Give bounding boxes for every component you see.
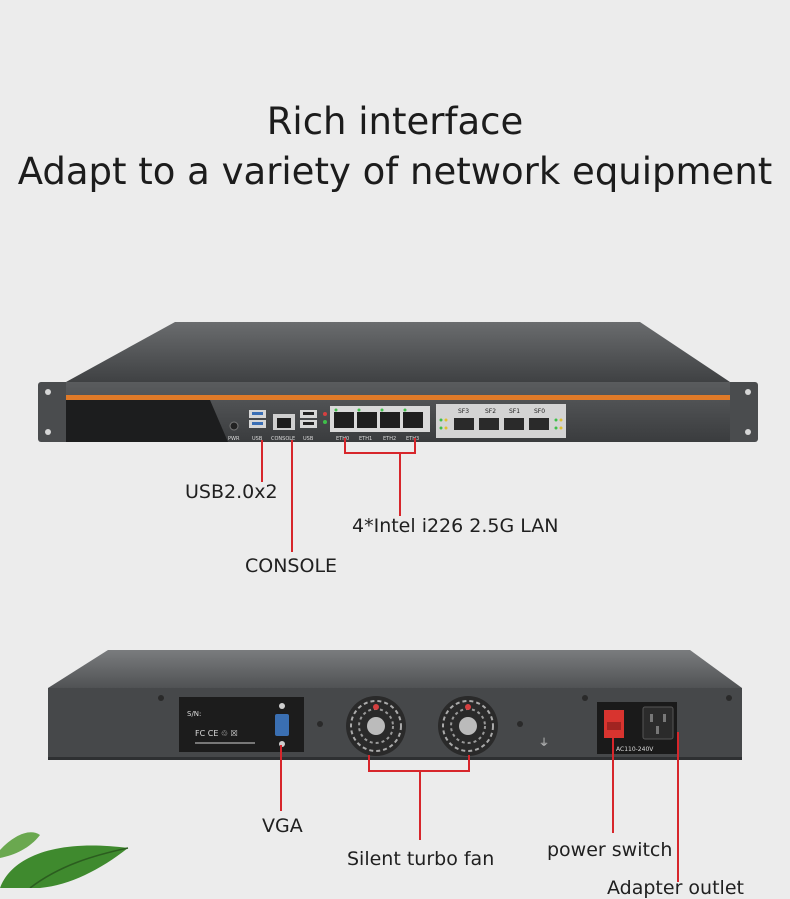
headline-line-1: Rich interface bbox=[266, 100, 524, 143]
pwr-label: PWR bbox=[228, 436, 240, 442]
vga-callout-line bbox=[280, 745, 282, 811]
accent-stripe bbox=[66, 395, 730, 400]
lan-bracket-right bbox=[414, 438, 416, 454]
sfp-label: SF2 bbox=[485, 408, 496, 415]
ground-icon: ⏚ bbox=[539, 737, 549, 749]
sfp-label: SF0 bbox=[534, 408, 545, 415]
power-rating-label: AC110-240V bbox=[616, 746, 654, 753]
usb-left-label: USB bbox=[252, 436, 263, 442]
console-label: CONSOLE bbox=[271, 436, 295, 442]
usb-callout: USB2.0x2 bbox=[185, 481, 278, 503]
sfp-port bbox=[504, 418, 524, 430]
sfp-label: SF1 bbox=[509, 408, 520, 415]
lan-bracket-left bbox=[344, 438, 346, 454]
rear-unit-top bbox=[48, 650, 742, 688]
eth-label: ETH3 bbox=[406, 436, 419, 442]
usb-right-label: USB bbox=[303, 436, 314, 442]
rear-unit: S/N: FC CE ♲ ☒ ⏚ AC110- bbox=[48, 650, 742, 760]
eth-port bbox=[334, 412, 354, 428]
leaf-decoration bbox=[0, 832, 129, 888]
sfp-port bbox=[529, 418, 549, 430]
eth-label: ETH0 bbox=[336, 436, 349, 442]
front-unit-top bbox=[66, 322, 730, 382]
adapter-outlet-callout: Adapter outlet bbox=[607, 877, 744, 899]
power-button bbox=[229, 421, 239, 431]
serial-number-label: S/N: bbox=[187, 710, 201, 718]
eth-label: ETH1 bbox=[359, 436, 372, 442]
power-switch-callout: power switch bbox=[547, 839, 673, 861]
eth-label: ETH2 bbox=[383, 436, 396, 442]
eth-port bbox=[380, 412, 400, 428]
adapter-outlet-callout-line bbox=[677, 732, 679, 882]
right-rack-ear bbox=[726, 382, 758, 442]
sfp-port bbox=[479, 418, 499, 430]
fan-right bbox=[438, 696, 498, 756]
eth-port bbox=[403, 412, 423, 428]
power-switch-callout-line bbox=[612, 738, 614, 833]
console-callout-line bbox=[291, 440, 293, 552]
ethernet-ports bbox=[334, 408, 423, 428]
lan-callout: 4*Intel i226 2.5G LAN bbox=[352, 515, 559, 537]
sfp-port bbox=[454, 418, 474, 430]
console-callout: CONSOLE bbox=[245, 555, 338, 577]
front-dark-panel bbox=[66, 400, 228, 442]
fan-left bbox=[346, 696, 406, 756]
certification-marks: FC CE ♲ ☒ bbox=[195, 729, 238, 738]
lan-callout-line bbox=[399, 452, 401, 516]
sfp-label: SF3 bbox=[458, 408, 469, 415]
vga-callout: VGA bbox=[262, 815, 303, 837]
left-rack-ear bbox=[38, 382, 70, 442]
lan-bracket-bottom bbox=[344, 452, 416, 454]
fan-bracket-left bbox=[368, 755, 370, 772]
front-unit: PWR USB CONSOLE USB ETH0 bbox=[38, 322, 758, 442]
eth-port bbox=[357, 412, 377, 428]
sfp-ports bbox=[439, 418, 563, 430]
fan-bracket-right bbox=[468, 755, 470, 772]
headline-line-2: Adapt to a variety of network equipment bbox=[17, 150, 773, 193]
usb-callout-line bbox=[261, 440, 263, 482]
power-inlet bbox=[642, 706, 674, 740]
fan-callout: Silent turbo fan bbox=[347, 848, 495, 870]
fan-callout-line bbox=[419, 770, 421, 840]
vga-port bbox=[275, 714, 289, 736]
